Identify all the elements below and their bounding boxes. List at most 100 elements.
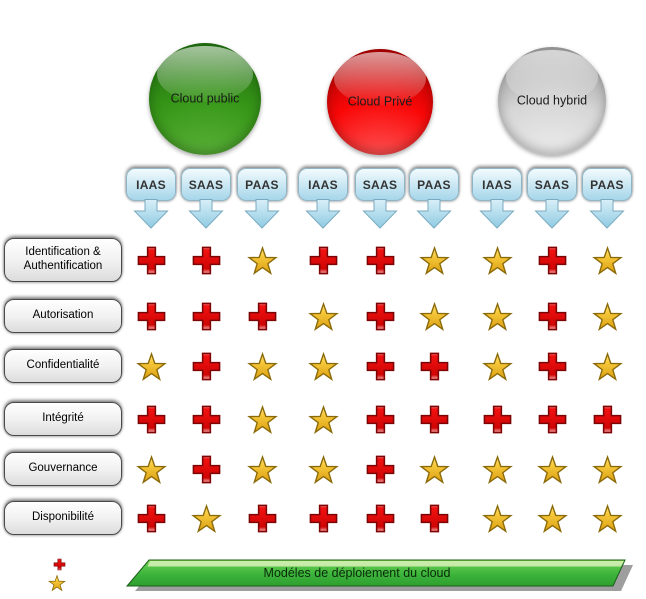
- gold-star-icon: [246, 404, 278, 434]
- deployment-circle-2: Cloud hybrid: [498, 47, 606, 155]
- legend-cross-icon-wrap: [53, 558, 66, 571]
- gold-star-icon: [307, 301, 339, 331]
- red-cross-icon: [538, 352, 566, 380]
- rating-cell: [191, 454, 222, 485]
- rating-cell: [246, 245, 278, 276]
- security-aspect-label-3: Intégrité: [4, 402, 122, 436]
- gold-star-icon: [591, 454, 623, 484]
- red-cross-icon: [366, 504, 394, 532]
- gold-star-icon: [481, 503, 513, 533]
- down-arrow-icon: [305, 199, 341, 229]
- red-cross-icon: [137, 302, 165, 330]
- gold-star-icon: [418, 301, 450, 331]
- red-cross-icon: [309, 246, 337, 274]
- legend-star-icon-wrap: [48, 574, 66, 592]
- legend-red-cross-icon: [53, 558, 66, 571]
- legend-gold-star-icon: [48, 574, 66, 592]
- red-cross-icon: [366, 352, 394, 380]
- rating-cell: [308, 503, 339, 534]
- rating-cell: [365, 351, 396, 382]
- rating-cell: [191, 404, 222, 435]
- red-cross-icon: [538, 405, 566, 433]
- gold-star-icon: [591, 351, 623, 381]
- rating-cell: [537, 301, 568, 332]
- security-aspect-label-5: Disponibilité: [4, 501, 122, 535]
- gold-star-icon: [307, 351, 339, 381]
- deployment-banner: [90, 548, 646, 599]
- service-tag-arrow: [416, 199, 452, 229]
- rating-cell: [536, 503, 568, 534]
- rating-cell: [481, 351, 513, 382]
- red-cross-icon: [420, 352, 448, 380]
- rating-cell: [537, 404, 568, 435]
- rating-cell: [537, 351, 568, 382]
- deployment-banner-label: Modéles de déploiement du cloud: [263, 566, 451, 580]
- rating-cell: [418, 454, 450, 485]
- rating-cell: [419, 351, 450, 382]
- rating-cell: [307, 351, 339, 382]
- service-tag-saas-1: SAAS: [355, 168, 405, 201]
- rating-cell: [591, 351, 623, 382]
- rating-cell: [191, 301, 222, 332]
- rating-cell: [365, 454, 396, 485]
- red-cross-icon: [366, 455, 394, 483]
- gold-star-icon: [135, 351, 167, 381]
- service-tag-saas-2: SAAS: [527, 168, 577, 201]
- rating-cell: [246, 454, 278, 485]
- service-tag-arrow: [362, 199, 398, 229]
- service-tag-arrow: [188, 199, 224, 229]
- red-cross-icon: [248, 302, 276, 330]
- red-cross-icon: [137, 405, 165, 433]
- deployment-circle-label: Cloud public: [170, 91, 240, 106]
- gold-star-icon: [190, 503, 222, 533]
- rating-cell: [307, 404, 339, 435]
- gold-star-icon: [536, 454, 568, 484]
- service-tag-paas-1: PAAS: [409, 168, 459, 201]
- down-arrow-icon: [479, 199, 515, 229]
- security-aspect-label-1: Autorisation: [4, 299, 122, 333]
- rating-cell: [135, 454, 167, 485]
- rating-cell: [136, 404, 167, 435]
- rating-cell: [136, 503, 167, 534]
- rating-cell: [591, 245, 623, 276]
- rating-cell: [246, 404, 278, 435]
- red-cross-icon: [192, 455, 220, 483]
- rating-cell: [482, 404, 513, 435]
- red-cross-icon: [192, 405, 220, 433]
- service-tag-iaas-0: IAAS: [126, 168, 176, 201]
- rating-cell: [591, 503, 623, 534]
- rating-cell: [591, 301, 623, 332]
- rating-cell: [591, 454, 623, 485]
- gold-star-icon: [481, 245, 513, 275]
- rating-cell: [365, 301, 396, 332]
- rating-cell: [418, 301, 450, 332]
- rating-cell: [537, 245, 568, 276]
- rating-cell: [246, 351, 278, 382]
- rating-cell: [136, 245, 167, 276]
- red-cross-icon: [420, 504, 448, 532]
- gold-star-icon: [591, 503, 623, 533]
- gold-star-icon: [307, 404, 339, 434]
- red-cross-icon: [366, 405, 394, 433]
- rating-cell: [365, 404, 396, 435]
- service-tag-arrow: [244, 199, 280, 229]
- deployment-circle-0: Cloud public: [149, 43, 261, 155]
- service-tag-arrow: [479, 199, 515, 229]
- red-cross-icon: [137, 504, 165, 532]
- security-aspect-label-4: Gouvernance: [4, 452, 122, 486]
- red-cross-icon: [192, 302, 220, 330]
- gold-star-icon: [591, 245, 623, 275]
- deployment-circle-label: Cloud Privé: [347, 94, 413, 109]
- gold-star-icon: [481, 351, 513, 381]
- down-arrow-icon: [534, 199, 570, 229]
- red-cross-icon: [593, 405, 621, 433]
- service-tag-saas-0: SAAS: [181, 168, 231, 201]
- gold-star-icon: [135, 454, 167, 484]
- down-arrow-icon: [133, 199, 169, 229]
- gold-star-icon: [591, 301, 623, 331]
- banner-highlight: [147, 561, 624, 567]
- service-tag-arrow: [589, 199, 625, 229]
- security-aspect-label-2: Confidentialité: [4, 349, 122, 383]
- rating-cell: [191, 245, 222, 276]
